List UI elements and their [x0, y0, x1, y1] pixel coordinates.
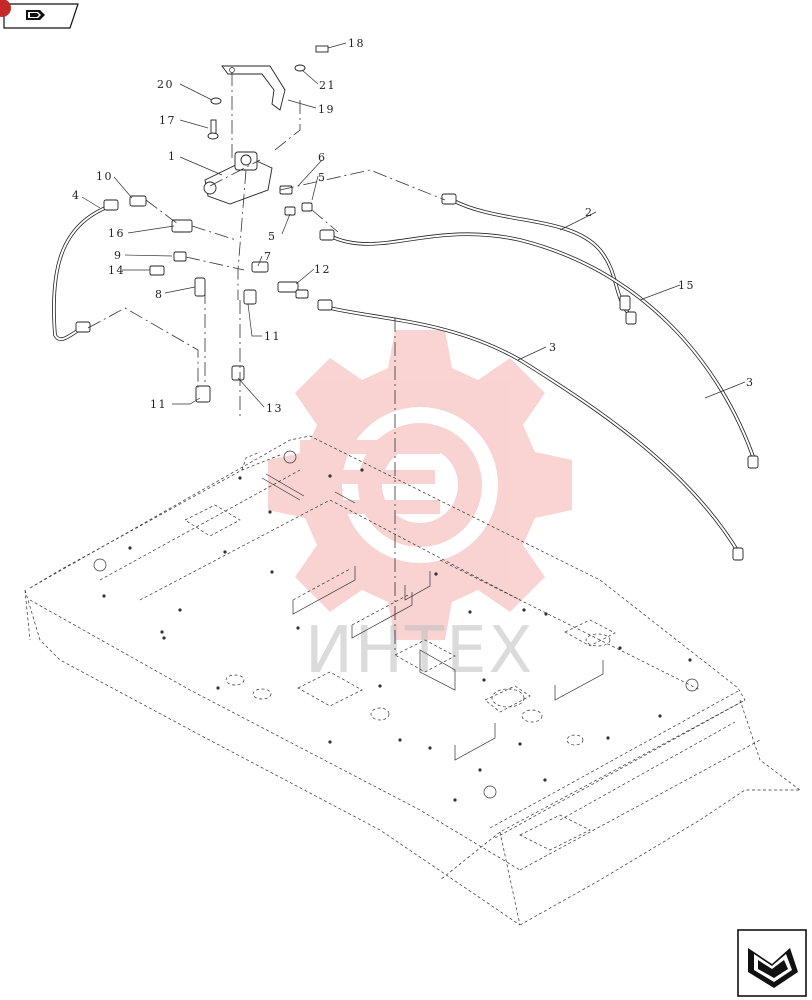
callout-21: 21	[319, 79, 336, 92]
next-page-icon	[748, 948, 798, 988]
callout-6: 6	[318, 151, 327, 164]
callout-15: 15	[678, 279, 695, 292]
callout-5-top: 5	[318, 171, 327, 184]
callout-11-lower: 11	[150, 398, 167, 411]
callout-5-bottom: 5	[268, 230, 277, 243]
callout-17: 17	[159, 114, 176, 127]
callout-3-upper: 3	[746, 376, 755, 389]
valve-assembly	[129, 45, 329, 403]
callout-12: 12	[314, 263, 331, 276]
callout-11-upper: 11	[264, 330, 281, 343]
callout-14: 14	[108, 264, 125, 277]
watermark-text: ИНТЕХ	[305, 614, 534, 688]
previous-page-icon	[26, 10, 45, 20]
next-page-button[interactable]	[737, 929, 807, 997]
watermark-gear-logo	[268, 330, 572, 640]
previous-page-button[interactable]	[0, 0, 79, 29]
callout-10: 10	[96, 170, 113, 183]
leader-lines	[81, 42, 746, 408]
callout-7: 7	[264, 250, 273, 263]
callout-9: 9	[114, 249, 123, 262]
callout-18: 18	[348, 37, 365, 50]
callout-13: 13	[266, 402, 283, 415]
callout-2: 2	[585, 206, 594, 219]
centerlines	[87, 72, 446, 650]
callout-19: 19	[318, 103, 335, 116]
callout-20: 20	[157, 78, 174, 91]
chassis-frame	[24, 435, 801, 926]
callout-8: 8	[155, 288, 164, 301]
callout-4: 4	[72, 189, 81, 202]
callout-16: 16	[108, 227, 125, 240]
hydraulic-hoses	[52, 193, 759, 561]
callouts: 1 2 3 3 4 5 5 6 7 8 9 10 11 11 12 13 14 …	[72, 37, 755, 415]
callout-3-lower: 3	[549, 341, 558, 354]
callout-1: 1	[168, 150, 177, 163]
